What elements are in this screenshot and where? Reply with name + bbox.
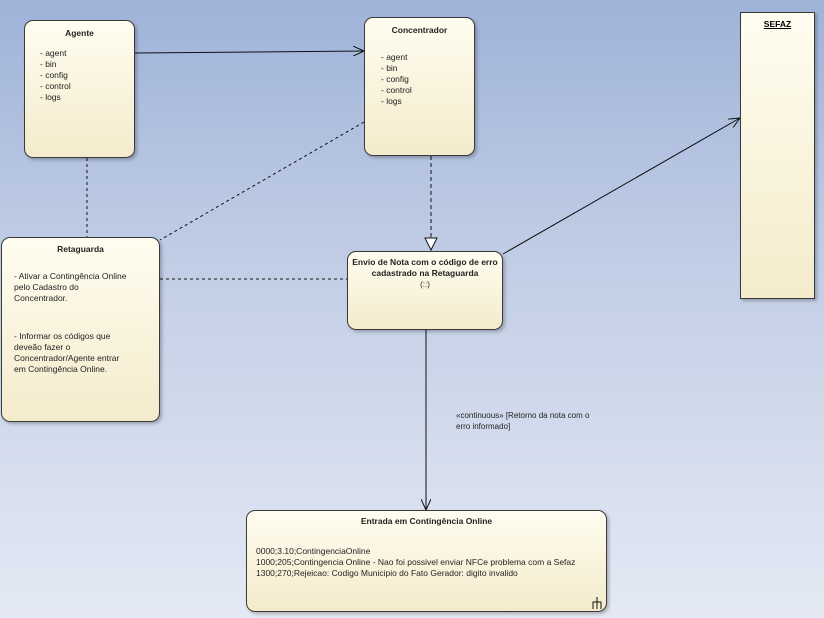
sefaz-lane[interactable]: SEFAZ [740, 12, 815, 299]
retaguarda-line: Concentrador/Agente entrar [14, 353, 120, 363]
rake-icon [592, 597, 602, 609]
agente-node[interactable]: Agente - agent - bin - config - control … [24, 20, 135, 158]
concentrador-node[interactable]: Concentrador - agent - bin - config - co… [364, 17, 475, 156]
retaguarda-text-1: - Ativar a Contingência Online pelo Cada… [14, 271, 159, 304]
retaguarda-line: pelo Cadastro do [14, 282, 79, 292]
agente-items: - agent - bin - config - control - logs [40, 48, 134, 103]
retaguarda-line: deveão fazer o [14, 342, 71, 352]
envio-title-line-1: Envio de Nota com o código de erro [352, 257, 498, 267]
concentrador-item: - bin [381, 63, 398, 73]
generalization-arrowhead [424, 237, 438, 252]
edge-concentrador-retaguarda [159, 121, 365, 241]
concentrador-title: Concentrador [391, 25, 448, 35]
agente-item: - logs [40, 92, 61, 102]
entrada-title: Entrada em Contingência Online [360, 516, 493, 526]
concentrador-item: - logs [381, 96, 402, 106]
agente-title: Agente [65, 28, 94, 38]
agente-item: - config [40, 70, 68, 80]
entrada-line: 1000;205;Contingencia Online - Nao foi p… [256, 557, 576, 567]
retaguarda-line: - Informar os códigos que [14, 331, 111, 341]
agente-item: - control [40, 81, 71, 91]
concentrador-item: - config [381, 74, 409, 84]
retaguarda-node[interactable]: Retaguarda - Ativar a Contingência Onlin… [1, 237, 160, 422]
entrada-line: 0000;3.10;ContingenciaOnline [256, 546, 371, 556]
entrada-lines: 0000;3.10;ContingenciaOnline 1000;205;Co… [256, 546, 606, 579]
agente-item: - bin [40, 59, 57, 69]
envio-node[interactable]: Envio de Nota com o código de erro cadas… [347, 251, 503, 330]
sefaz-title: SEFAZ [763, 19, 792, 29]
entrada-line: 1300;270;Rejeicao: Codigo Municipio do F… [256, 568, 518, 578]
retaguarda-title: Retaguarda [57, 244, 104, 254]
retaguarda-line: - Ativar a Contingência Online [14, 271, 127, 281]
agente-item: - agent [40, 48, 67, 58]
envio-title-line-2: cadastrado na Retaguarda [371, 268, 479, 278]
concentrador-item: - control [381, 85, 412, 95]
edge-label-line: «continuous» [Retorno da nota com o [456, 411, 590, 420]
retaguarda-line: Concentrador. [14, 293, 68, 303]
edge-envio-sefaz [502, 118, 740, 255]
continuous-edge-label: «continuous» [Retorno da nota com o erro… [456, 410, 589, 432]
retaguarda-line: em Contingência Online. [14, 364, 108, 374]
entrada-node[interactable]: Entrada em Contingência Online 0000;3.10… [246, 510, 607, 612]
retaguarda-text-2: - Informar os códigos que deveão fazer o… [14, 331, 159, 375]
envio-sub: (::) [420, 280, 430, 289]
edge-label-line: erro informado] [456, 422, 511, 431]
edge-agente-concentrador [134, 51, 364, 53]
concentrador-item: - agent [381, 52, 408, 62]
concentrador-items: - agent - bin - config - control - logs [381, 52, 474, 107]
